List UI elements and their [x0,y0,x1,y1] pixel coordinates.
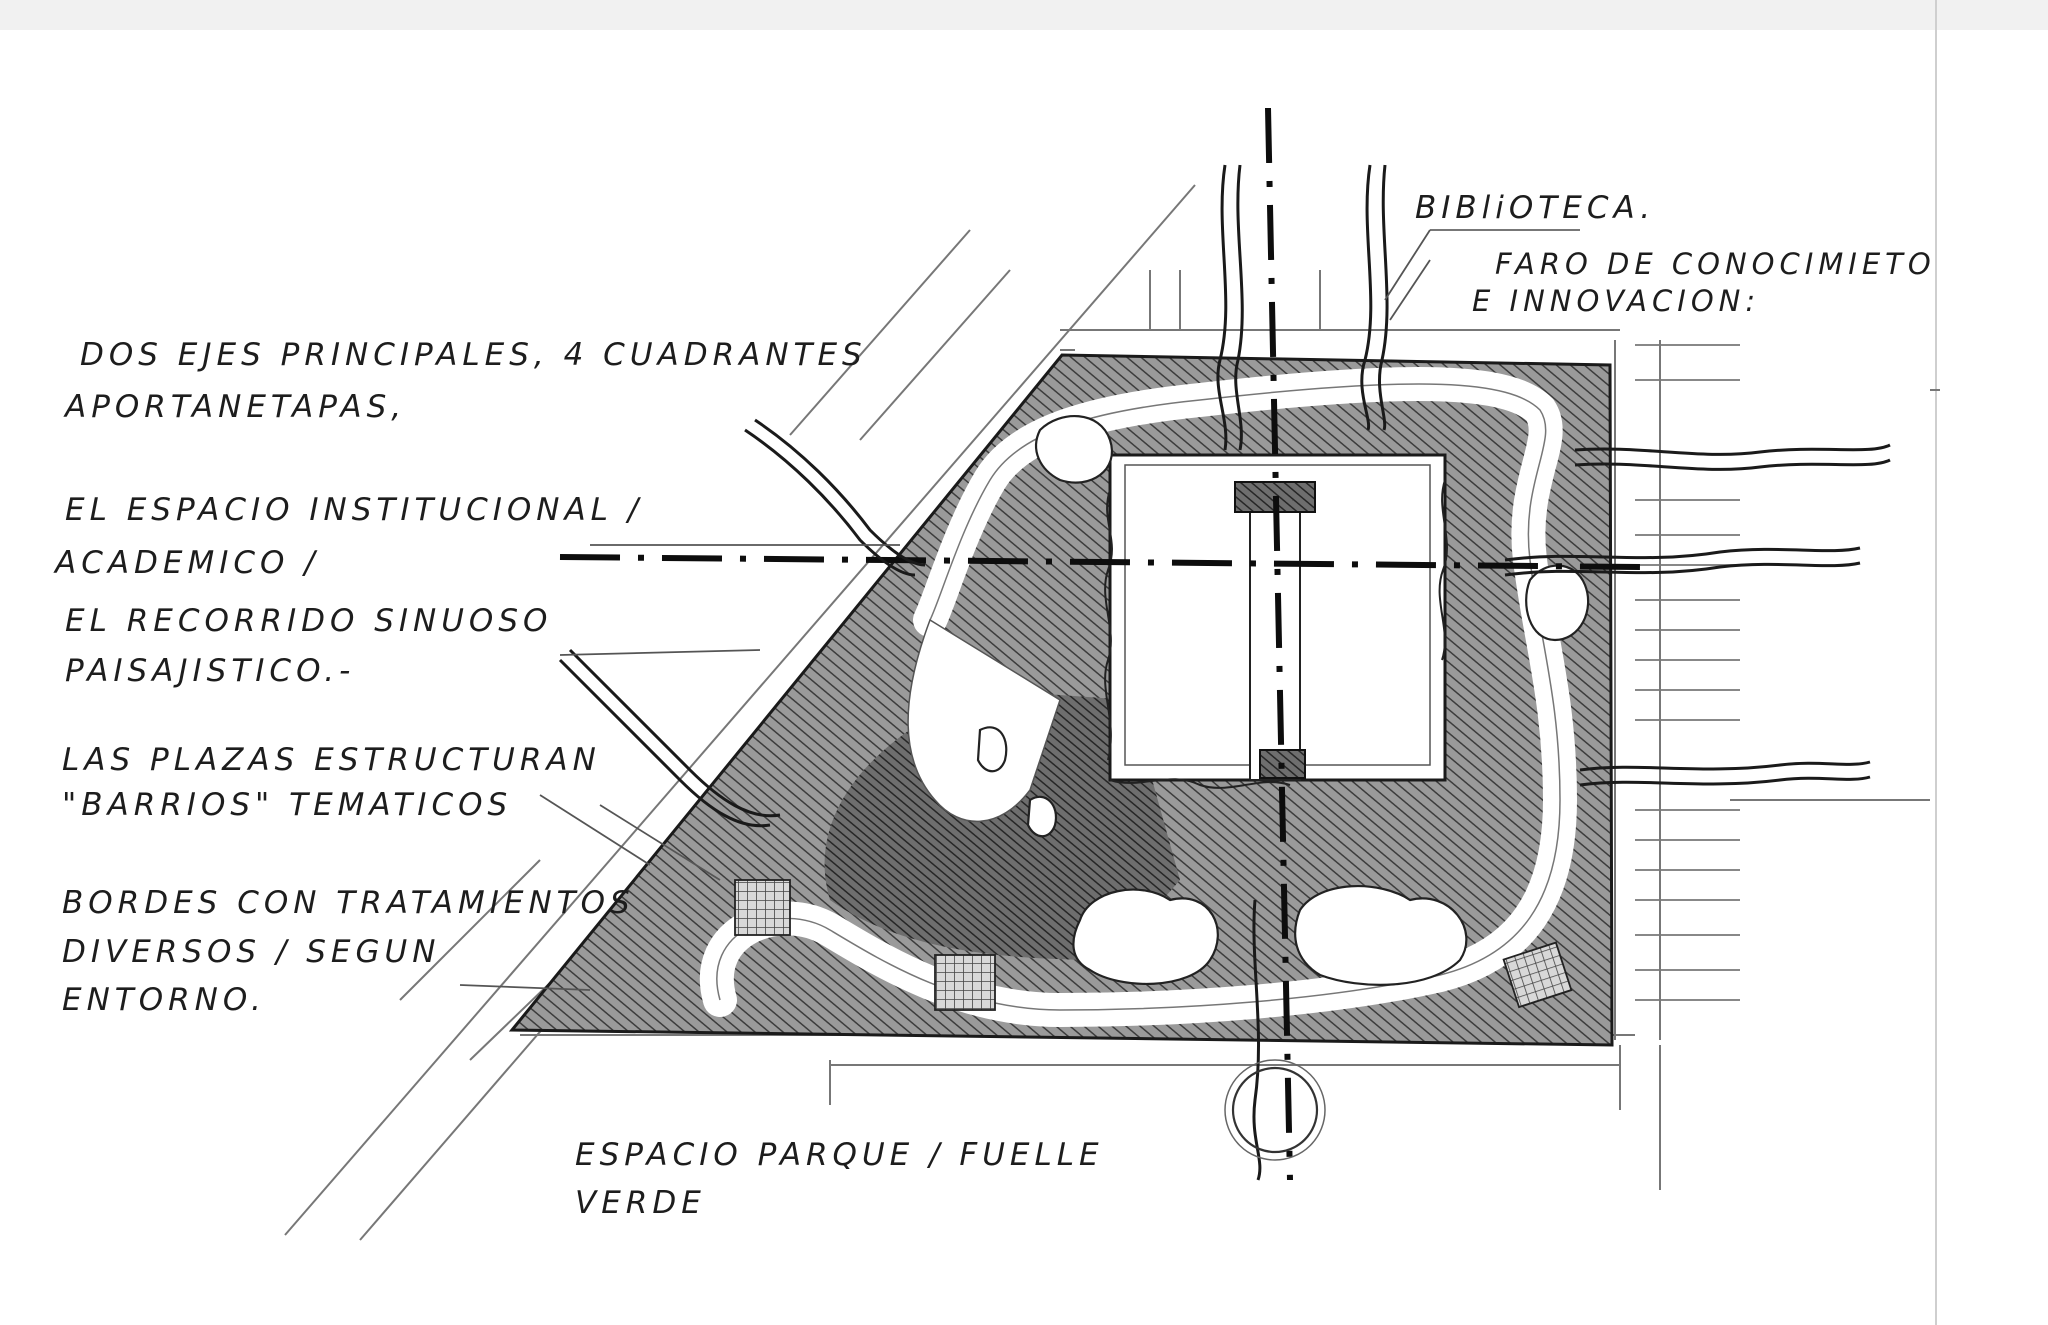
label-bordes-line1: BORDES CON TRATAMIENTOS [62,885,635,921]
label-parque-line1: ESPACIO PARQUE / FUELLE [575,1137,1104,1173]
tree-rows [1104,479,1448,789]
label-parque-line2: VERDE [575,1185,706,1221]
horizontal-axis [559,554,1641,570]
label-plazas-line2: "BARRIOS" TEMATICOS [62,787,513,823]
label-bordes-line3: ENTORNO. [62,982,266,1018]
hedges [558,164,1891,1181]
label-recorrido-line2: PAISAJISTICO.- [65,653,356,689]
left-garden-pocket [907,618,1061,822]
label-bordes-line2: DIVERSOS / SEGUN [62,934,441,970]
south-roundabout [1231,1066,1319,1154]
leader-lines [459,229,1431,991]
grid-plaza-2 [934,954,996,1011]
grid-plaza-3 [1502,941,1573,1009]
tree-clumps [976,415,1590,986]
label-institucional-line1: EL ESPACIO INSTITUCIONAL / [65,492,644,528]
paper-edge [1935,0,1937,1325]
right-edge-ticks [1635,344,1740,1001]
label-biblioteca: BIBliOTECA. [1415,190,1656,226]
label-ejes-line1: DOS EJES PRINCIPALES, 4 CUADRANTES [80,337,867,373]
label-plazas-line1: LAS PLAZAS ESTRUCTURAN [62,742,601,778]
grid-plaza-1 [734,879,791,936]
label-faro-line1: FARO DE CONOCIMIETO [1495,247,1936,281]
label-recorrido-line1: EL RECORRIDO SINUOSO [65,603,553,639]
label-ejes-line2: APORTANETAPAS, [65,389,407,425]
label-institucional-line2: ACADEMICO / [55,545,320,581]
vertical-axis [1265,107,1293,1181]
scanner-shadow-top [0,0,2048,30]
label-faro-line2: E INNOVACION: [1472,284,1761,318]
